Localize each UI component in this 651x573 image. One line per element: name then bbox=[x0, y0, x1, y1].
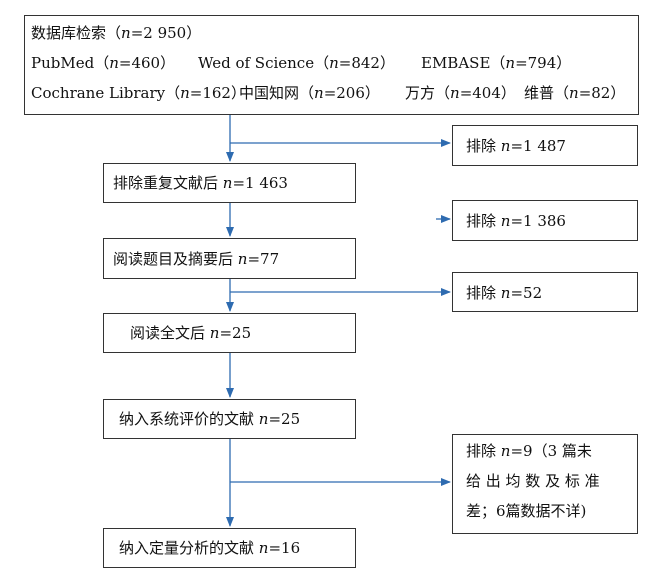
step-title-abstract-box bbox=[103, 238, 356, 279]
exclusion-4-line2: 给 出 均 数 及 标 准 bbox=[466, 472, 600, 490]
exclusion-4-line3: 差；6篇数据不详) bbox=[466, 502, 587, 520]
step-fulltext-box bbox=[103, 313, 356, 353]
exclusion-1-label: 排除 n=1 487 bbox=[466, 137, 566, 155]
step-fulltext-label: 阅读全文后 n=25 bbox=[130, 324, 252, 342]
search-total-line: 数据库检索（n=2 950） bbox=[31, 24, 202, 42]
step-quantitative-box bbox=[103, 528, 356, 568]
step-deduplicated-label: 排除重复文献后 n=1 463 bbox=[113, 174, 288, 192]
search-wanfang: 万方（n=404） bbox=[405, 84, 516, 102]
search-embase: EMBASE（n=794） bbox=[421, 54, 572, 72]
step-systematic-review-box bbox=[103, 399, 356, 439]
exclusion-4-line1: 排除 n=9（3 篇未 bbox=[466, 442, 592, 460]
search-cochrane: Cochrane Library（n=162） bbox=[31, 84, 246, 102]
search-vip: 维普（n=82） bbox=[524, 84, 626, 102]
step-quantitative-label: 纳入定量分析的文献 n=16 bbox=[119, 539, 301, 557]
exclusion-2-label: 排除 n=1 386 bbox=[466, 212, 566, 230]
search-cnki: 中国知网（n=206） bbox=[239, 84, 380, 102]
exclusion-4-box bbox=[452, 434, 638, 534]
exclusion-2-box bbox=[452, 200, 638, 241]
search-web-of-science: Wed of Science（n=842） bbox=[198, 54, 395, 72]
step-deduplicated-box bbox=[103, 163, 356, 203]
step-title-abstract-label: 阅读题目及摘要后 n=77 bbox=[113, 250, 280, 268]
exclusion-3-box bbox=[452, 272, 638, 312]
step-systematic-review-label: 纳入系统评价的文献 n=25 bbox=[119, 410, 301, 428]
exclusion-3-label: 排除 n=52 bbox=[466, 284, 543, 302]
search-pubmed: PubMed（n=460） bbox=[31, 54, 176, 72]
database-search-box bbox=[24, 15, 639, 115]
exclusion-1-box bbox=[452, 125, 638, 166]
